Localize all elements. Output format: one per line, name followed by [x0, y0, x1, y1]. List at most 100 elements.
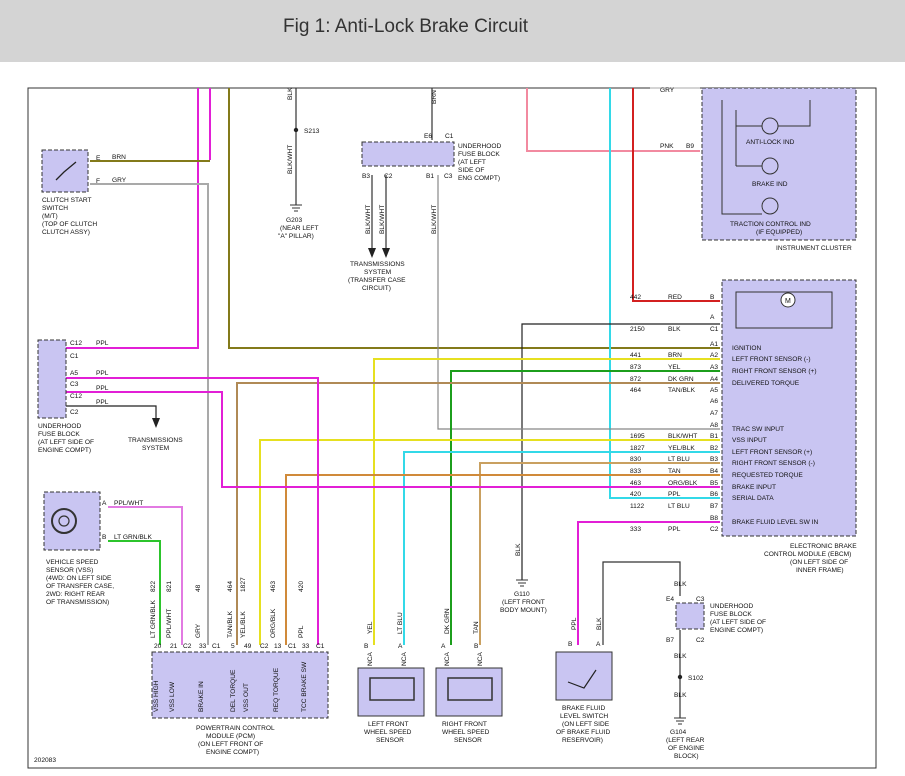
ebcm-pin-14: B4	[710, 468, 718, 475]
trans-left-label-2: SYSTEM	[142, 445, 169, 452]
fluid-wire-ppl: PPL	[571, 617, 578, 630]
pcm-circuit-1: 821	[166, 581, 173, 592]
lf-wss-pin-2: A	[398, 643, 403, 650]
fuse-top-wire: BRN	[431, 90, 438, 104]
g104-label-1: G104	[670, 729, 686, 736]
fuse-left-wire-2: PPL	[96, 370, 109, 377]
header-bar: Fig 1: Anti-Lock Brake Circuit	[0, 0, 905, 62]
splice-s102-dot	[677, 674, 683, 680]
wire-tanblk-del	[236, 382, 720, 645]
trans-top-label-2: SYSTEM	[364, 269, 391, 276]
lf-wss-label-1: LEFT FRONT	[368, 721, 409, 728]
ebcm-pin-13: B3	[710, 456, 718, 463]
pcm-circuit-5: 464	[227, 581, 234, 592]
fuse-block-right-box	[675, 602, 705, 630]
rf-wss-label-3: SENSOR	[454, 737, 482, 744]
wire-ltblu-serial	[609, 88, 720, 499]
fluid-pin-a: A	[596, 641, 601, 648]
fluid-label-4: OF BRAKE FLUID	[556, 729, 610, 736]
g104-label-4: BLOCK)	[674, 753, 699, 760]
ebcm-label-row-10: TRAC SW INPUT	[732, 426, 784, 433]
vss-pin-b: B	[102, 534, 107, 541]
pcm-circuit-3: 48	[195, 584, 202, 592]
ebcm-label-3: (ON LEFT SIDE OF	[790, 559, 848, 566]
wire-ppl-trans	[66, 405, 157, 418]
pcm-pin-7: C2	[260, 643, 269, 650]
diagram-frame	[27, 87, 877, 769]
ebcm-circuit-4: 441	[630, 352, 641, 359]
ebcm-label-row-5: RIGHT FRONT SENSOR (+)	[732, 368, 817, 375]
ebcm-pin-0: B	[710, 294, 715, 301]
fuse-left-pin-c2: C2	[70, 409, 79, 416]
ebcm-color-11: BLK/WHT	[668, 433, 697, 440]
fuse-top-pin-c3: C3	[444, 173, 453, 180]
fuse-top-pin-e6: E6	[424, 133, 432, 140]
fuse-top-pin-b1: B1	[426, 173, 434, 180]
g110-label-2: (LEFT FRONT	[502, 599, 545, 606]
g110-wire: BLK	[515, 543, 522, 556]
ebcm-pin-10: A8	[710, 422, 718, 429]
cluster-brake-ind: BRAKE IND	[752, 181, 788, 188]
vss-label-4: OF TRANSFER CASE,	[46, 583, 114, 590]
ebcm-color-6: DK GRN	[668, 376, 694, 383]
wire-gry-brake-in	[90, 183, 209, 645]
ebcm-pin-7: A5	[710, 387, 718, 394]
ebcm-color-16: PPL	[668, 491, 681, 498]
wire-blk-fluid	[602, 561, 681, 645]
arrow-trans-left	[152, 418, 160, 428]
clutch-label-1: CLUTCH START	[42, 197, 92, 204]
ebcm-pin-1: A	[710, 314, 715, 321]
g104-label-3: OF ENGINE	[668, 745, 705, 752]
s213-wire-top: BLK	[287, 87, 294, 100]
fuse-block-left-box	[37, 339, 67, 419]
pcm-pin-3: 33	[199, 643, 207, 650]
ebcm-color-15: ORG/BLK	[668, 480, 698, 487]
wire-red-motor	[632, 88, 720, 302]
pcm-color-1: PPL/WHT	[166, 609, 173, 638]
ebcm-label-row-14: REQUESTED TORQUE	[732, 472, 803, 479]
g110-label-1: G110	[514, 591, 530, 598]
fluid-switch-contact	[567, 669, 597, 689]
wire-dkgrn-rf	[450, 370, 720, 645]
pcm-color-3: GRY	[195, 623, 202, 638]
fuse-top-wire-down-1: BLK/WHT	[365, 205, 372, 234]
ebcm-circuit-11: 1695	[630, 433, 645, 440]
wire-pplwht-vss	[108, 506, 183, 645]
g203-label: G203	[286, 217, 302, 224]
wire-ltgrnblk-vss	[108, 540, 161, 645]
ebcm-label-row-18: BRAKE FLUID LEVEL SW IN	[732, 519, 818, 526]
fuse-right-label-3: (AT LEFT SIDE OF	[710, 619, 766, 626]
wire-pnk-cluster	[526, 88, 700, 152]
ebcm-circuit-17: 1122	[630, 503, 645, 510]
ebcm-pin-15: B5	[710, 480, 718, 487]
fluid-label-3: (ON LEFT SIDE	[562, 721, 610, 728]
ebcm-color-0: RED	[668, 294, 682, 301]
pcm-label-3: (ON LEFT FRONT OF	[198, 741, 263, 748]
lf-wss-box	[357, 667, 425, 717]
fuse-block-top-box	[361, 141, 455, 167]
g203-loc-2: "A" PILLAR)	[278, 233, 314, 240]
fuse-left-wire-3: PPL	[96, 385, 109, 392]
ebcm-pin-19: C2	[710, 526, 719, 533]
vss-box	[43, 491, 101, 551]
ebcm-circuit-7: 464	[630, 387, 641, 394]
trans-top-label-3: (TRANSFER CASE	[348, 277, 406, 284]
wire-blk-ground	[521, 323, 720, 580]
fuse-left-label-2: FUSE BLOCK	[38, 431, 80, 438]
pcm-box	[151, 651, 329, 719]
traction-ind-icon	[761, 197, 779, 215]
ebcm-color-17: LT BLU	[668, 503, 690, 510]
fuse-top-label-3: (AT LEFT	[458, 159, 486, 166]
pcm-pin-label-3: BRAKE IN	[198, 681, 205, 712]
fuse-top-label-4: SIDE OF	[458, 167, 484, 174]
ebcm-label-row-13: RIGHT FRONT SENSOR (-)	[732, 460, 815, 467]
fuse-left-label-4: ENGINE COMPT)	[38, 447, 91, 454]
wire-yelblk-vss	[259, 439, 720, 645]
pcm-color-10: PPL	[298, 625, 305, 638]
fuse-right-label-1: UNDERHOOD	[710, 603, 753, 610]
lf-wss-coil	[369, 677, 415, 701]
pcm-pin-8: 13	[274, 643, 282, 650]
clutch-label-5: CLUTCH ASSY)	[42, 229, 90, 236]
splice-s213-dot	[293, 127, 299, 133]
pcm-color-5: TAN/BLK	[227, 610, 234, 638]
